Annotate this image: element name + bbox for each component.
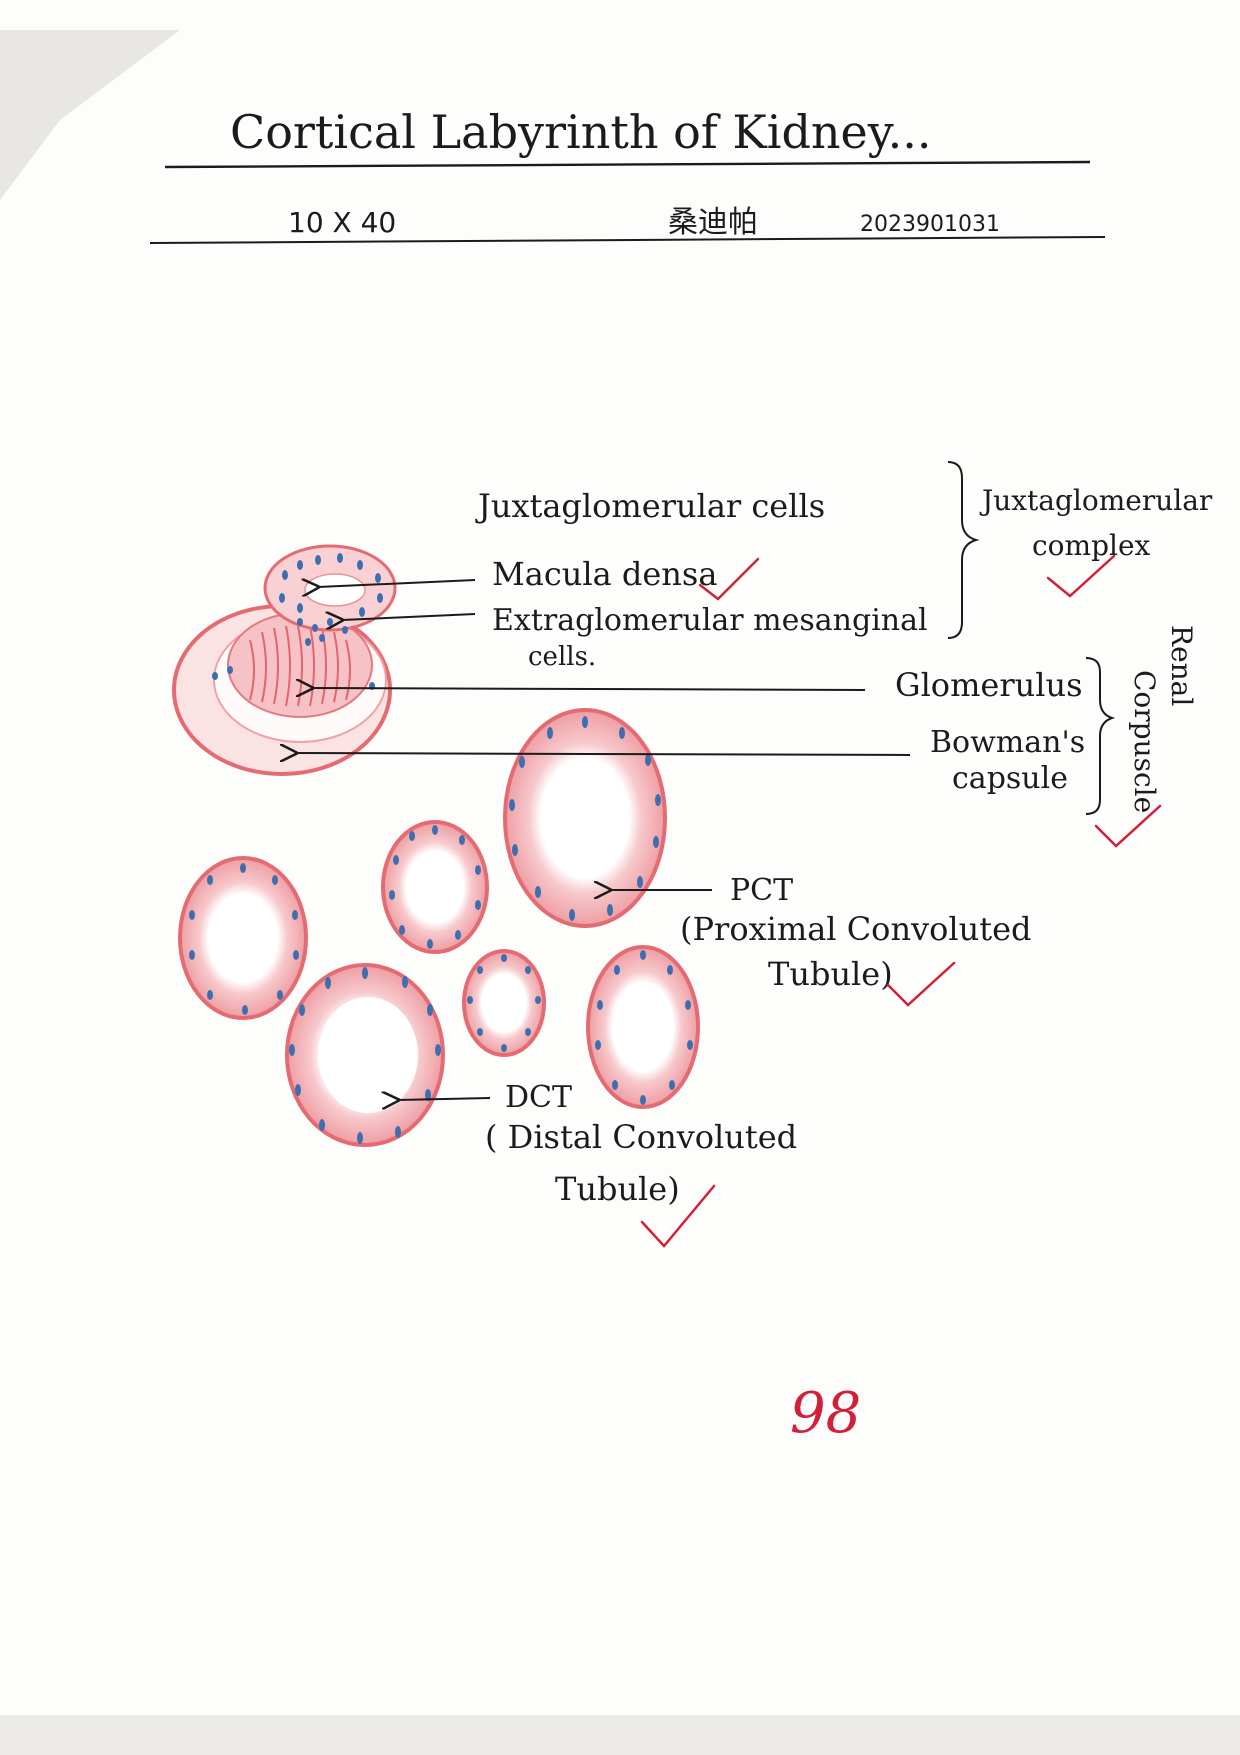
renal-corpuscle-brace <box>1085 657 1116 815</box>
dct-arrow <box>398 1098 491 1100</box>
label-pct-full-1: (Proximal Convoluted <box>680 910 1032 948</box>
check-renal-corpuscle <box>1094 804 1162 848</box>
label-renal: Renal <box>1165 625 1198 706</box>
magnification-label: 10 X 40 <box>288 206 396 239</box>
page-title: Cortical Labyrinth of Kidney... <box>230 105 932 159</box>
tubule-small-center <box>462 949 546 1057</box>
paper-bottom-edge <box>0 1715 1240 1755</box>
label-pct-full-2: Tubule) <box>768 955 893 993</box>
check-juxtaglomerular-complex <box>1046 554 1116 598</box>
title-underline <box>164 160 1091 169</box>
label-glomerulus: Glomerulus <box>895 666 1083 704</box>
label-macula-densa: Macula densa <box>492 555 717 593</box>
label-pct: PCT <box>730 873 793 908</box>
label-corpuscle: Corpuscle <box>1128 670 1161 813</box>
label-juxtaglomerular-complex-2: complex <box>1032 529 1151 562</box>
tubule-dct <box>285 963 445 1147</box>
tubule-large-pct <box>503 708 667 928</box>
label-dct-full-1: ( Distal Convoluted <box>485 1118 797 1156</box>
label-juxtaglomerular-complex-1: Juxtaglomerular <box>979 484 1213 517</box>
juxtaglomerular-complex-brace <box>947 461 980 639</box>
tubule-sections <box>178 708 700 1147</box>
label-bowmans-capsule-2: capsule <box>952 761 1068 796</box>
grade: 98 <box>790 1381 861 1446</box>
bowmans-capsule-arrow <box>296 753 911 755</box>
macula-densa-nuclei <box>279 553 383 617</box>
student-name: 桑迪帕 <box>668 205 758 240</box>
glomerulus-arrow <box>312 688 866 690</box>
student-id: 2023901031 <box>860 212 1000 237</box>
label-bowmans-capsule-1: Bowman's <box>930 725 1085 760</box>
label-extraglomerular-mesangial-1: Extraglomerular mesanginal <box>492 603 928 638</box>
tubule-nuclei <box>189 716 693 1144</box>
tubule-left <box>178 856 308 1020</box>
leader-lines <box>296 461 1116 1100</box>
check-marks <box>640 554 1162 1248</box>
macula-densa-lumen <box>304 573 366 607</box>
header-underline <box>149 236 1106 244</box>
label-extraglomerular-mesangial-2: cells. <box>528 642 596 672</box>
check-pct <box>886 961 956 1007</box>
label-dct-full-2: Tubule) <box>555 1170 680 1208</box>
check-dct <box>640 1184 716 1248</box>
label-juxtaglomerular-cells: Juxtaglomerular cells <box>475 487 825 525</box>
tubule-upper-middle <box>381 820 489 954</box>
label-dct: DCT <box>505 1080 572 1115</box>
labels: Juxtaglomerular cells Macula densa Extra… <box>475 484 1213 1208</box>
header: Cortical Labyrinth of Kidney... 10 X 40 … <box>149 105 1106 244</box>
mesangial-arrow <box>342 614 476 620</box>
check-macula-densa <box>698 557 760 601</box>
macula-densa-arrow <box>318 580 476 587</box>
tubule-right-lower <box>586 945 700 1109</box>
paper-fold-shadow <box>0 30 180 200</box>
